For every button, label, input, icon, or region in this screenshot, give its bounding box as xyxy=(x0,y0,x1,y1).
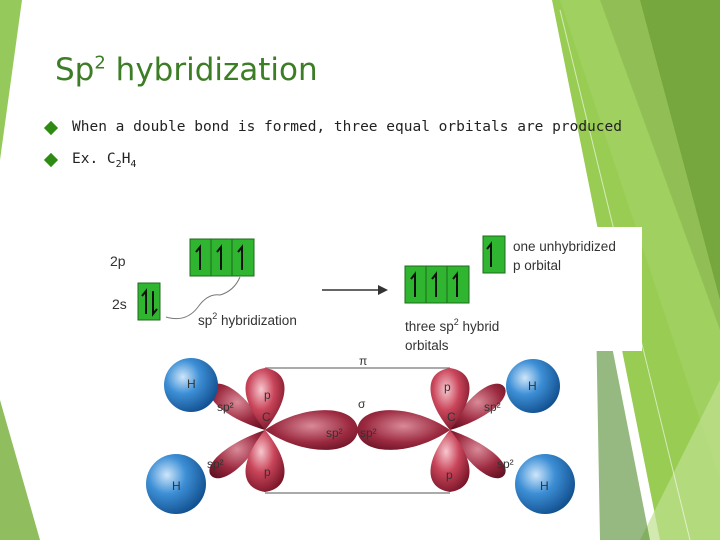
slide-title: Sp2 hybridization xyxy=(55,52,318,88)
three-hybrid-label-1: three sp2 hybrid xyxy=(405,317,499,334)
hydrogen-atom-bottom-left xyxy=(146,454,206,514)
formula-sub-2: 4 xyxy=(130,158,137,170)
reaction-arrow xyxy=(322,285,388,295)
right-upper-sp2-lobe xyxy=(450,383,506,430)
left-p-lower-lobe xyxy=(245,430,285,492)
formula-mid: H xyxy=(121,151,131,167)
p-label-right-top: p xyxy=(444,380,451,394)
title-main: Sp xyxy=(55,52,95,88)
orbital-box-2s xyxy=(137,282,161,321)
h-label-top-left: H xyxy=(187,377,196,391)
title-superscript: 2 xyxy=(94,52,106,74)
sigma-bond-right-lobe xyxy=(357,410,450,450)
orbital-box-2p xyxy=(189,238,255,277)
title-rest: hybridization xyxy=(105,52,318,88)
hybridization-brace xyxy=(165,276,241,320)
hydrogen-atom-top-right xyxy=(506,359,560,413)
hydrogen-atom-bottom-right xyxy=(515,454,575,514)
c-label-right: C xyxy=(447,410,456,424)
unhybridized-label-1: one unhybridized xyxy=(513,239,616,254)
h-label-top-right: H xyxy=(528,379,537,393)
pi-label: π xyxy=(359,354,367,368)
sp2-label-right-lower: sp² xyxy=(497,457,514,471)
left-lower-sp2-lobe xyxy=(209,430,265,479)
three-hybrid-label-2: orbitals xyxy=(405,338,449,353)
right-lower-sp2-lobe xyxy=(450,430,506,479)
right-p-upper-lobe xyxy=(430,368,470,430)
h-label-bottom-right: H xyxy=(540,479,549,493)
sp2-label-left-upper: sp² xyxy=(217,400,234,414)
c-label-left: C xyxy=(262,410,271,424)
formula-prefix: Ex. C xyxy=(72,151,116,167)
p-label-right-bottom: p xyxy=(446,468,453,482)
hybridization-label: sp2 hybridization xyxy=(198,311,297,328)
p-label-left-top: p xyxy=(264,388,271,402)
sigma-label: σ xyxy=(358,397,366,411)
sp2-label-sigma-left: sp² xyxy=(326,426,343,440)
formula-sub-1: 2 xyxy=(115,158,122,170)
hydrogen-atom-top-left xyxy=(164,358,218,412)
sigma-bond-left-lobe xyxy=(265,410,358,450)
sp2-label-right-upper: sp² xyxy=(484,400,501,414)
h-label-bottom-left: H xyxy=(172,479,181,493)
sp2-label-sigma-right: sp² xyxy=(360,426,377,440)
p-label-left-bottom: p xyxy=(264,465,271,479)
orbital-box-sp2-hybrid xyxy=(404,265,470,304)
label-2p: 2p xyxy=(110,253,126,269)
left-upper-sp2-lobe xyxy=(209,383,265,430)
orbital-box-unhybridized-p xyxy=(482,235,506,274)
ethylene-orbital-model: π σ H H H xyxy=(146,354,575,514)
bullet-text-2: Ex. C2H4 xyxy=(72,151,137,170)
left-p-upper-lobe xyxy=(245,368,285,430)
right-p-lower-lobe xyxy=(430,430,470,492)
label-2s: 2s xyxy=(112,296,127,312)
unhybridized-label-2: p orbital xyxy=(513,258,561,273)
bullet-text-1: When a double bond is formed, three equa… xyxy=(72,119,622,135)
sp2-label-left-lower: sp² xyxy=(207,457,224,471)
